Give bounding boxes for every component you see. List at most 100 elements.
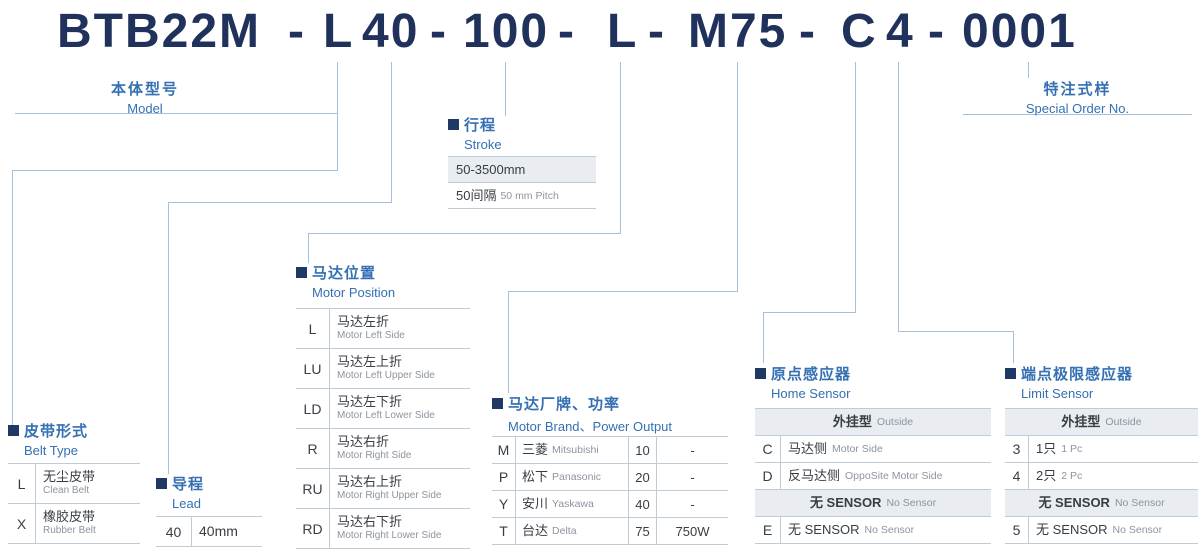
- table-row: LU 马达左上折 Motor Left Upper Side: [296, 349, 470, 389]
- divider-en: No Sensor: [886, 497, 937, 509]
- connector-line: [763, 312, 856, 313]
- power-cell: -: [690, 442, 695, 458]
- connector-line: [168, 202, 169, 474]
- connector-line: [168, 202, 392, 203]
- connector-line: [1013, 331, 1014, 363]
- divider-zh: 无 SENSOR: [1038, 495, 1110, 511]
- power-code-cell: 40: [629, 491, 657, 517]
- model-code-segment: 0001: [962, 5, 1077, 58]
- desc-cell: 40mm: [192, 517, 262, 546]
- code-cell: X: [8, 504, 36, 543]
- desc-cell: 无尘皮带 Clean Belt: [36, 469, 140, 497]
- stroke-range: 50-3500mm: [456, 161, 526, 177]
- desc-en: Motor Left Upper Side: [337, 370, 435, 382]
- desc-cell: 无 SENSOR No Sensor: [781, 517, 991, 543]
- connector-line: [12, 170, 13, 427]
- table-row: P 松下 Panasonic 20 -: [492, 464, 728, 491]
- stroke-pitch-en: 50 mm Pitch: [500, 189, 559, 202]
- model-code-separator: -: [928, 5, 946, 58]
- connector-line: [308, 233, 621, 234]
- table-row: X 橡胶皮带 Rubber Belt: [8, 504, 140, 544]
- motor-position-table: L 马达左折 Motor Left Side LU 马达左上折 Motor Le…: [296, 308, 470, 549]
- table-row: M 三菱 Mitsubishi 10 -: [492, 437, 728, 464]
- lead-table: 40 40mm: [156, 516, 262, 547]
- desc-en: Motor Left Side: [337, 330, 405, 342]
- connector-line: [763, 312, 764, 363]
- model-code-separator: -: [799, 5, 817, 58]
- belt-type-table: L 无尘皮带 Clean Belt X 橡胶皮带 Rubber Belt: [8, 463, 140, 544]
- brand-cell: 三菱 Mitsubishi: [516, 437, 629, 463]
- connector-line: [508, 291, 509, 393]
- model-code-separator: -: [288, 5, 306, 58]
- table-row: E 无 SENSOR No Sensor: [755, 517, 991, 544]
- code-cell: 5: [1005, 517, 1029, 543]
- desc-cell: 橡胶皮带 Rubber Belt: [36, 509, 140, 537]
- code-cell: LD: [296, 389, 330, 428]
- model-code-separator: -: [558, 5, 576, 58]
- table-row: R 马达右折 Motor Right Side: [296, 429, 470, 469]
- brand-zh: 安川: [522, 496, 549, 512]
- desc-cell: 马达右上折 Motor Right Upper Side: [330, 474, 470, 502]
- desc-en: Motor Right Lower Side: [337, 530, 442, 542]
- connector-line: [308, 233, 309, 263]
- power-cell: 750W: [675, 523, 710, 539]
- desc-zh: 2只: [1036, 468, 1057, 484]
- table-row: 50间隔 50 mm Pitch: [448, 183, 596, 209]
- connector-line: [337, 62, 338, 170]
- desc-cell: 反马达侧 OppoSite Motor Side: [781, 463, 991, 489]
- limit-sensor-table: 外挂型 Outside 3 1只 1 Pc 4 2只 2 Pc 无 SENSOR…: [1005, 408, 1198, 544]
- connector-line: [508, 291, 738, 292]
- section-title-en: Stroke: [464, 137, 502, 152]
- power-code-cell: 75: [629, 518, 657, 544]
- table-row: LD 马达左下折 Motor Left Lower Side: [296, 389, 470, 429]
- desc-cell: 马达左下折 Motor Left Lower Side: [330, 394, 470, 422]
- table-row: C 马达侧 Motor Side: [755, 436, 991, 463]
- stroke-table: 50-3500mm 50间隔 50 mm Pitch: [448, 156, 596, 209]
- section-bullet-icon: [448, 119, 459, 130]
- table-row: 5 无 SENSOR No Sensor: [1005, 517, 1198, 544]
- stroke-section-header: 行程 Stroke: [448, 114, 502, 152]
- brand-en: Delta: [552, 525, 577, 537]
- desc-zh: 马达右折: [337, 434, 390, 450]
- code-cell: Y: [492, 491, 516, 517]
- table-row: L 无尘皮带 Clean Belt: [8, 464, 140, 504]
- desc-zh: 马达右上折: [337, 474, 403, 490]
- stroke-pitch-zh: 50间隔: [456, 187, 497, 203]
- model-code-segment: M75: [688, 5, 788, 58]
- section-title-en: Motor Brand、Power Output: [508, 419, 673, 434]
- model-code-segment: BTB22M: [57, 5, 262, 58]
- table-row: 40 40mm: [156, 517, 262, 547]
- desc-zh: 马达右下折: [337, 514, 403, 530]
- motor-brand-table: M 三菱 Mitsubishi 10 - P 松下 Panasonic 20 -…: [492, 436, 728, 545]
- section-bullet-icon: [755, 368, 766, 379]
- header-en: Outside: [1105, 416, 1142, 428]
- connector-line: [963, 114, 1192, 115]
- desc-zh: 无 SENSOR: [1036, 522, 1108, 538]
- model-code-separator: -: [648, 5, 666, 58]
- belt-type-section-header: 皮带形式 Belt Type: [8, 420, 88, 458]
- brand-zh: 三菱: [522, 442, 549, 458]
- model-code-segment: L: [323, 5, 355, 58]
- table-row: 50-3500mm: [448, 157, 596, 183]
- brand-zh: 台达: [522, 523, 549, 539]
- power-code-cell: 20: [629, 464, 657, 490]
- code-cell: RU: [296, 469, 330, 508]
- table-row: RU 马达右上折 Motor Right Upper Side: [296, 469, 470, 509]
- section-title-zh: 马达位置: [312, 265, 377, 282]
- connector-line: [505, 62, 506, 116]
- power-cell: -: [690, 469, 695, 485]
- table-row: RD 马达右下折 Motor Right Lower Side: [296, 509, 470, 549]
- desc-cell: 2只 2 Pc: [1029, 463, 1198, 489]
- model-code-segment: L: [607, 5, 639, 58]
- table-row: 3 1只 1 Pc: [1005, 436, 1198, 463]
- model-code-segment: C: [841, 5, 878, 58]
- desc-en: No Sensor: [1112, 524, 1163, 536]
- connector-line: [391, 62, 392, 202]
- table-row: L 马达左折 Motor Left Side: [296, 309, 470, 349]
- section-title-en: Lead: [172, 496, 201, 511]
- home-sensor-section-header: 原点感应器 Home Sensor: [755, 363, 851, 401]
- code-cell: 3: [1005, 436, 1029, 462]
- code-cell: R: [296, 429, 330, 468]
- desc-en: Motor Left Lower Side: [337, 410, 435, 422]
